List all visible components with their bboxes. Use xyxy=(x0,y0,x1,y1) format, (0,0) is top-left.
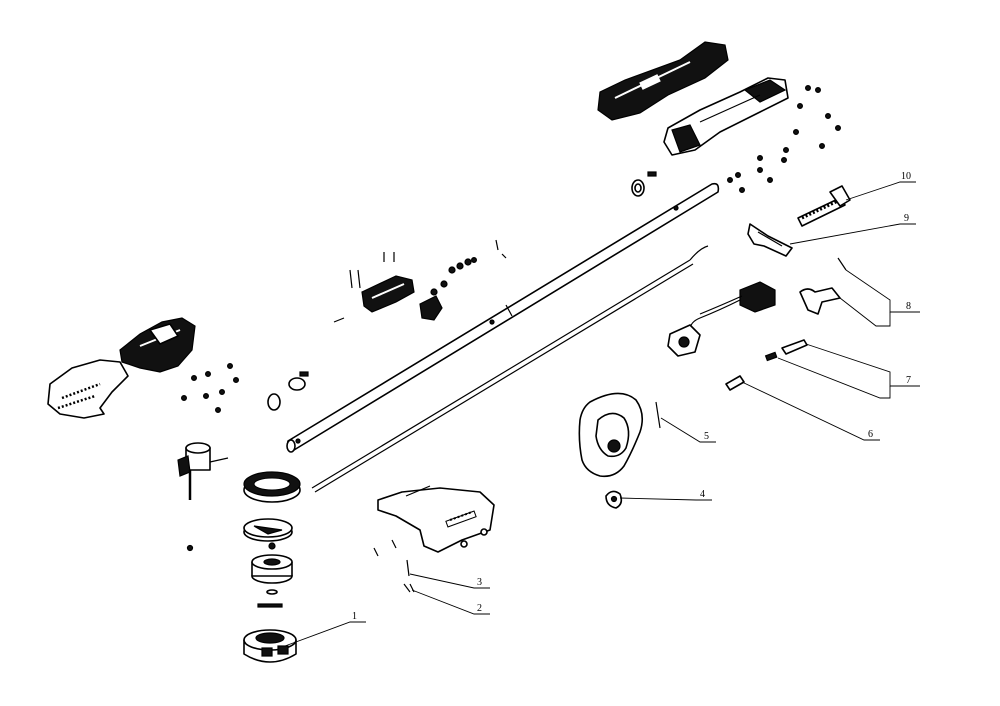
main-shaft xyxy=(286,182,720,453)
wiring-harness xyxy=(667,281,776,357)
drive-cable xyxy=(311,245,709,493)
callout-9: 9 xyxy=(904,213,909,224)
shaft-clamp-lower xyxy=(267,371,309,411)
parts-2-3-screws xyxy=(373,539,415,593)
shaft-clamp-top xyxy=(631,171,657,197)
motor-screws xyxy=(181,363,240,414)
part-6-clip xyxy=(725,375,745,391)
part-1-spool-cap xyxy=(243,629,297,663)
callout-3: 3 xyxy=(477,577,482,588)
handle-screws xyxy=(726,84,841,194)
handle-housing-left-half xyxy=(597,41,729,121)
part-9-bracket xyxy=(747,223,793,257)
motor-housing xyxy=(119,317,196,373)
callout-labels: 1 2 3 4 5 6 7 8 9 10 xyxy=(352,171,911,622)
part-8-components xyxy=(799,257,847,315)
motor-cover xyxy=(47,359,129,419)
callout-4: 4 xyxy=(700,489,705,500)
part-7-spring-pin xyxy=(764,339,808,362)
part-10-trigger xyxy=(797,185,851,227)
callout-5: 5 xyxy=(704,431,709,442)
motor-unit xyxy=(177,442,229,500)
spool xyxy=(251,554,293,584)
callout-10: 10 xyxy=(901,171,911,182)
guard-shield xyxy=(377,485,495,553)
part-4-knob xyxy=(605,490,623,509)
spool-small-parts xyxy=(186,542,283,608)
aux-handle-bracket xyxy=(333,252,415,323)
callout-7: 7 xyxy=(906,375,911,386)
part-5-loop-handle xyxy=(578,392,661,478)
callout-2: 2 xyxy=(477,603,482,614)
aux-handle-clamp xyxy=(419,239,507,321)
spool-housing-upper xyxy=(243,518,293,542)
handle-housing-right-half xyxy=(663,77,789,156)
callout-leaders xyxy=(284,181,920,647)
callout-1: 1 xyxy=(352,611,357,622)
fan-disc xyxy=(243,471,301,503)
callout-8: 8 xyxy=(906,301,911,312)
callout-6: 6 xyxy=(868,429,873,440)
